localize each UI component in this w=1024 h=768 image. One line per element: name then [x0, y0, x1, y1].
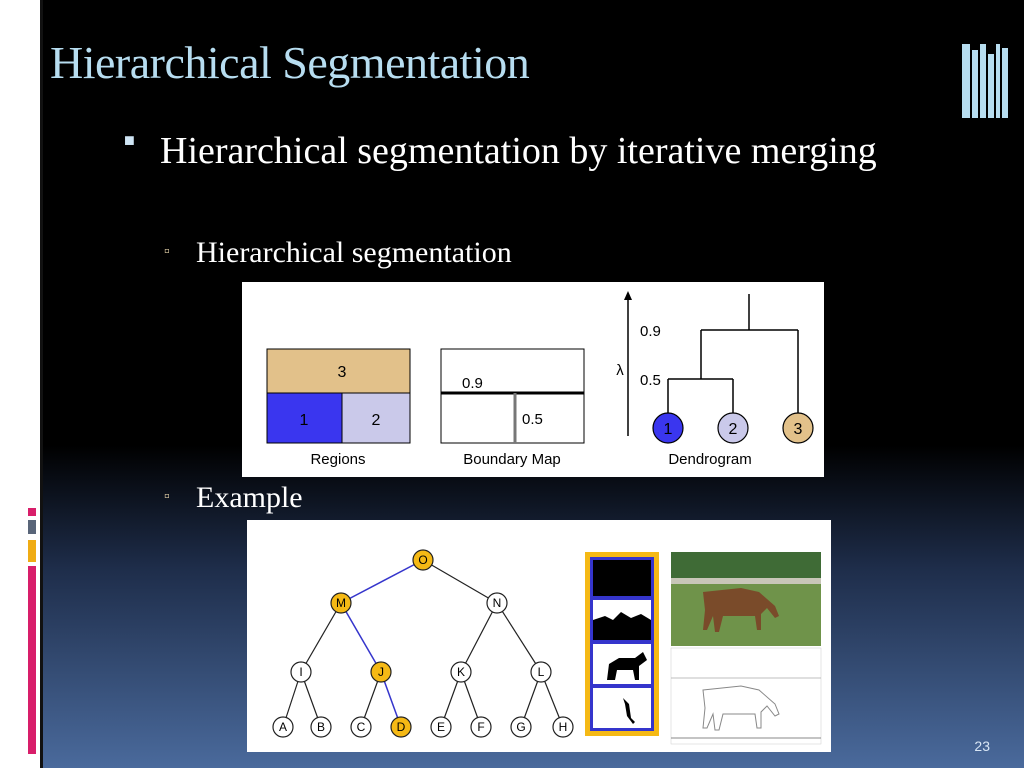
tree-label-K: K — [457, 665, 465, 679]
horse-edge-map — [670, 647, 822, 745]
tree-node-G — [510, 716, 532, 738]
region-1-label: 1 — [300, 412, 309, 429]
figure-regions-dendrogram: 3 1 2 Regions 0.9 0.5 Boundary Map λ 0.9… — [242, 282, 824, 477]
dendrogram-tick-05: 0.5 — [640, 372, 661, 389]
lambda-axis-arrow — [624, 291, 632, 300]
tree-node-F — [470, 716, 492, 738]
dendrogram-node-3 — [782, 412, 814, 444]
tree-node-L — [530, 661, 552, 683]
tree-label-E: E — [437, 720, 445, 734]
tree-node-A — [272, 716, 294, 738]
region-2 — [341, 392, 411, 444]
boundary-value-05: 0.5 — [522, 411, 543, 428]
dendrogram-tick-09: 0.9 — [640, 323, 661, 340]
sub-bullet-icon-2: ▫ — [164, 488, 170, 505]
logo-icon — [962, 44, 1008, 118]
dendrogram-node-1-label: 1 — [664, 421, 673, 438]
figure-example: O M N I J K L A B C D E F G H — [247, 520, 831, 752]
tree-label-G: G — [516, 720, 525, 734]
segment-D-mask — [593, 688, 651, 728]
figure1-svg: 3 1 2 Regions 0.9 0.5 Boundary Map λ 0.9… — [266, 291, 814, 468]
tree-node-E — [430, 716, 452, 738]
tree-node-C — [350, 716, 372, 738]
bullet-text: Hierarchical segmentation by iterative m… — [160, 130, 877, 172]
region-3-label: 3 — [338, 364, 347, 381]
tree-node-I — [290, 661, 312, 683]
tree-node-N — [486, 592, 508, 614]
tree-node-H — [552, 716, 574, 738]
tree-label-M: M — [336, 596, 346, 610]
slide-title: Hierarchical Segmentation — [50, 37, 530, 88]
tree-node-J — [370, 661, 392, 683]
tree-node-O — [412, 549, 434, 571]
tree-label-D: D — [397, 720, 406, 734]
sub-item-hierarchical: Hierarchical segmentation — [196, 236, 512, 269]
dendrogram-node-2-label: 2 — [729, 421, 738, 438]
boundary-value-09: 0.9 — [462, 375, 483, 392]
accent-gray — [28, 520, 36, 534]
boundary-map-box — [440, 348, 585, 444]
tree-label-C: C — [357, 720, 366, 734]
tree-label-B: B — [317, 720, 325, 734]
segment-root-mask — [593, 560, 651, 596]
sub-item-example: Example — [196, 481, 303, 514]
accent-pink — [28, 566, 36, 754]
dendrogram-node-1 — [652, 412, 684, 444]
tree-label-J: J — [378, 665, 384, 679]
segment-strip — [585, 552, 659, 736]
tree-label-A: A — [279, 720, 287, 734]
dendrogram-label: Dendrogram — [668, 451, 751, 468]
tree-node-D — [390, 716, 412, 738]
tree-label-L: L — [538, 665, 545, 679]
region-2-label: 2 — [372, 412, 381, 429]
horse-photo — [671, 552, 821, 646]
boundary-map-label: Boundary Map — [463, 451, 561, 468]
figure2-svg: O M N I J K L A B C D E F G H — [272, 549, 822, 745]
page-number: 23 — [974, 738, 990, 754]
tree-label-F: F — [477, 720, 484, 734]
tree-label-O: O — [418, 553, 427, 567]
tree-label-N: N — [493, 596, 502, 610]
regions-label: Regions — [310, 451, 365, 468]
tree-node-M — [330, 592, 352, 614]
tree-label-H: H — [559, 720, 568, 734]
dendrogram-links — [667, 294, 799, 413]
lambda-label: λ — [616, 362, 624, 379]
accent-pink-small — [28, 508, 36, 516]
tree-label-I: I — [299, 665, 302, 679]
tree-node-B — [310, 716, 332, 738]
tree-node-K — [450, 661, 472, 683]
bullet-square-icon: ■ — [124, 130, 135, 150]
tree-highlight-path — [340, 559, 424, 728]
dendrogram-node-3-label: 3 — [794, 421, 803, 438]
left-bar — [40, 0, 43, 768]
sub-bullet-icon: ▫ — [164, 243, 170, 260]
dendrogram-node-2 — [717, 412, 749, 444]
tree-edges — [282, 559, 564, 728]
accent-orange — [28, 540, 36, 562]
